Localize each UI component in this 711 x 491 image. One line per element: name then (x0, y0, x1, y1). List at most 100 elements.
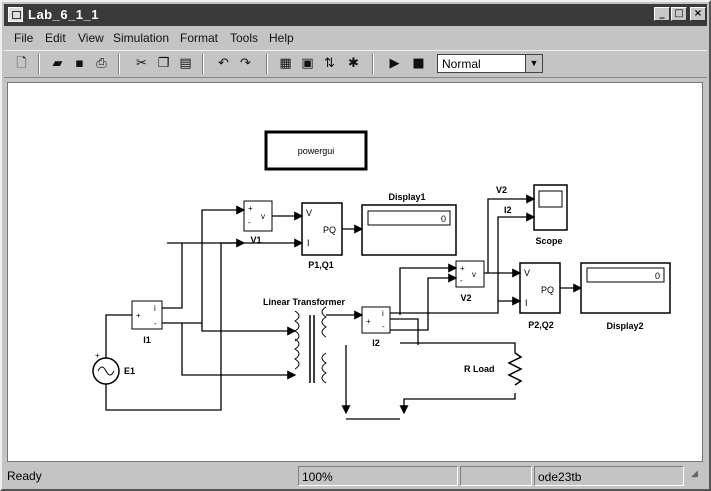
simulation-mode-value: Normal (442, 57, 481, 71)
toolbar-separator (202, 54, 204, 74)
e1-ac-source-block[interactable]: + E1 (92, 351, 135, 385)
v2-label: V2 (460, 293, 471, 303)
menu-edit[interactable]: Edit (45, 31, 66, 45)
powergui-block[interactable]: powergui (264, 130, 368, 171)
r-load-block[interactable]: R Load (464, 352, 523, 386)
zoom-panel: 100% (298, 466, 458, 486)
close-icon[interactable]: × (690, 7, 706, 21)
resize-grip-icon[interactable]: ◢ (691, 468, 698, 478)
display1-value: 0 (441, 214, 446, 224)
scope-block[interactable]: Scope (533, 184, 568, 246)
plus-terminal-label: + (460, 264, 465, 273)
transformer-label: Linear Transformer (263, 297, 346, 307)
display2-value: 0 (655, 271, 660, 281)
plus-terminal-label: + (136, 311, 141, 320)
v-port-label: v (472, 270, 476, 279)
i-input-label: I (525, 298, 528, 308)
undo-icon[interactable]: ↶ (218, 56, 229, 71)
block-diagram: powergui 0 Display1 0 Display2 Scope (92, 130, 671, 420)
window-title: Lab_6_1_1 (28, 7, 99, 22)
v-port-label: v (261, 212, 265, 221)
save-icon[interactable]: ▪ (75, 56, 84, 71)
v-input-label: V (306, 208, 312, 218)
p1q1-label: P1,Q1 (308, 260, 334, 270)
v2-voltage-measurement-block[interactable]: + - v V2 (455, 260, 485, 303)
paste-icon[interactable]: ▤ (179, 56, 192, 71)
toolbar: 🗋 ▰ ▪ ⎙ ✂ ❐ ▤ ↶ ↷ ▦ ▣ ⇅ ✱ ▶ ■ (4, 50, 707, 78)
chevron-down-icon[interactable]: ▼ (525, 55, 542, 72)
i2-current-measurement-block[interactable]: + i - I2 (361, 306, 391, 348)
status-bar: Ready 100% ode23tb ◢ (4, 464, 707, 489)
maximize-icon[interactable]: □ (671, 7, 687, 21)
model-browser-icon[interactable]: ▣ (301, 56, 314, 71)
scope-v2-signal-label: V2 (496, 185, 507, 195)
i2-label: I2 (372, 338, 380, 348)
status-text: Ready (7, 469, 42, 483)
plus-terminal-label: + (248, 204, 253, 213)
v1-label: V1 (250, 235, 261, 245)
i-port-label: i (154, 304, 156, 313)
solver-name: ode23tb (538, 470, 582, 484)
menu-view[interactable]: View (78, 31, 104, 45)
toolbar-separator (118, 54, 120, 74)
pq-output-label: PQ (323, 225, 336, 235)
linear-transformer-block[interactable]: Linear Transformer (263, 297, 346, 384)
v-input-label: V (524, 268, 530, 278)
minus-terminal-label: - (154, 319, 157, 328)
toolbar-separator (266, 54, 268, 74)
scope-label: Scope (535, 236, 562, 246)
menu-file[interactable]: File (14, 31, 34, 45)
menu-help[interactable]: Help (269, 31, 294, 45)
i-port-label: i (382, 309, 384, 318)
plus-terminal-label: + (366, 317, 371, 326)
p2q2-block[interactable]: V I PQ P2,Q2 (519, 262, 561, 330)
print-icon[interactable]: ⎙ (96, 56, 107, 71)
plus-terminal-label: + (95, 351, 100, 360)
display1-block[interactable]: 0 Display1 (361, 192, 457, 256)
powergui-label: powergui (298, 146, 335, 156)
go-to-parent-icon[interactable]: ⇅ (324, 56, 335, 71)
status-blank-panel (460, 466, 532, 486)
menu-simulation[interactable]: Simulation (113, 31, 170, 45)
i1-label: I1 (143, 335, 151, 345)
i-input-label: I (307, 238, 310, 248)
minus-terminal-label: - (460, 276, 463, 285)
cut-icon[interactable]: ✂ (136, 56, 147, 71)
i1-current-measurement-block[interactable]: + i - I1 (131, 300, 163, 345)
model-canvas[interactable]: powergui 0 Display1 0 Display2 Scope (7, 82, 703, 462)
toolbar-separator (38, 54, 40, 74)
toolbar-separator (372, 54, 374, 74)
pq-output-label: PQ (541, 285, 554, 295)
start-simulation-icon[interactable]: ▶ (389, 56, 400, 71)
display2-label: Display2 (606, 321, 643, 331)
menu-format[interactable]: Format (180, 31, 219, 45)
simulation-mode-select[interactable]: Normal ▼ (437, 54, 543, 73)
display2-block[interactable]: 0 Display2 (580, 262, 671, 331)
v1-voltage-measurement-block[interactable]: + - v V1 (243, 200, 273, 245)
wiring (105, 194, 583, 420)
solver-panel: ode23tb (534, 466, 684, 486)
minimize-icon[interactable]: _ (654, 7, 670, 21)
minus-terminal-label: - (248, 218, 251, 227)
stop-simulation-icon[interactable]: ■ (412, 56, 425, 71)
title-bar: Lab_6_1_1 _ □ × (4, 4, 707, 26)
status-text-panel: Ready (4, 466, 296, 486)
copy-icon[interactable]: ❐ (157, 56, 170, 71)
library-browser-icon[interactable]: ▦ (279, 56, 292, 71)
menu-bar: File Edit View Simulation Format Tools H… (4, 28, 707, 48)
redo-icon[interactable]: ↷ (240, 56, 251, 71)
new-icon[interactable]: 🗋 (16, 56, 27, 71)
e1-label: E1 (124, 366, 135, 376)
simulink-model-icon[interactable] (8, 7, 23, 22)
r-load-label: R Load (464, 364, 495, 374)
p2q2-label: P2,Q2 (528, 320, 554, 330)
menu-tools[interactable]: Tools (230, 31, 259, 45)
open-icon[interactable]: ▰ (52, 56, 63, 71)
p1q1-block[interactable]: V I PQ P1,Q1 (301, 202, 343, 270)
minus-terminal-label: - (382, 322, 385, 331)
display1-label: Display1 (388, 192, 425, 202)
debug-icon[interactable]: ✱ (348, 56, 359, 71)
zoom-level: 100% (302, 470, 333, 484)
scope-i2-signal-label: I2 (504, 205, 512, 215)
